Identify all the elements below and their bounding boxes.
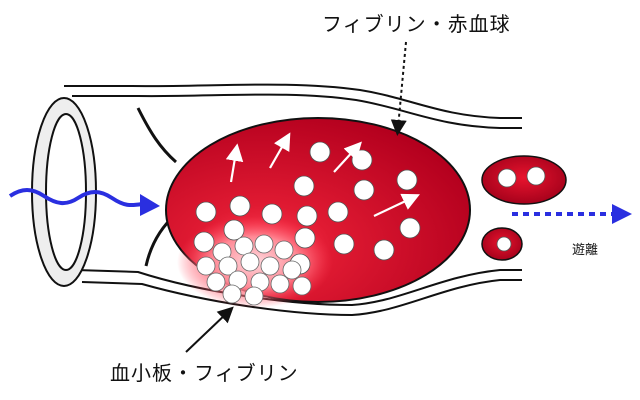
wavy-arrow-icon: [8, 188, 160, 216]
label-fibrin-red-blood-cells: フィブリン・赤血球: [322, 12, 511, 36]
expansion-arrows: [225, 132, 420, 217]
label-platelet-fibrin: 血小板・フィブリン: [110, 361, 299, 385]
dotted-arrow-icon: [512, 204, 632, 224]
platelet-aggregate: [196, 234, 312, 306]
released-clots: [481, 155, 567, 261]
pointer-fibrin-rbc: [390, 41, 407, 136]
label-release: 遊離: [572, 243, 599, 258]
red-blood-cells: [193, 141, 421, 275]
pointer-platelet-fibrin: [185, 306, 234, 353]
